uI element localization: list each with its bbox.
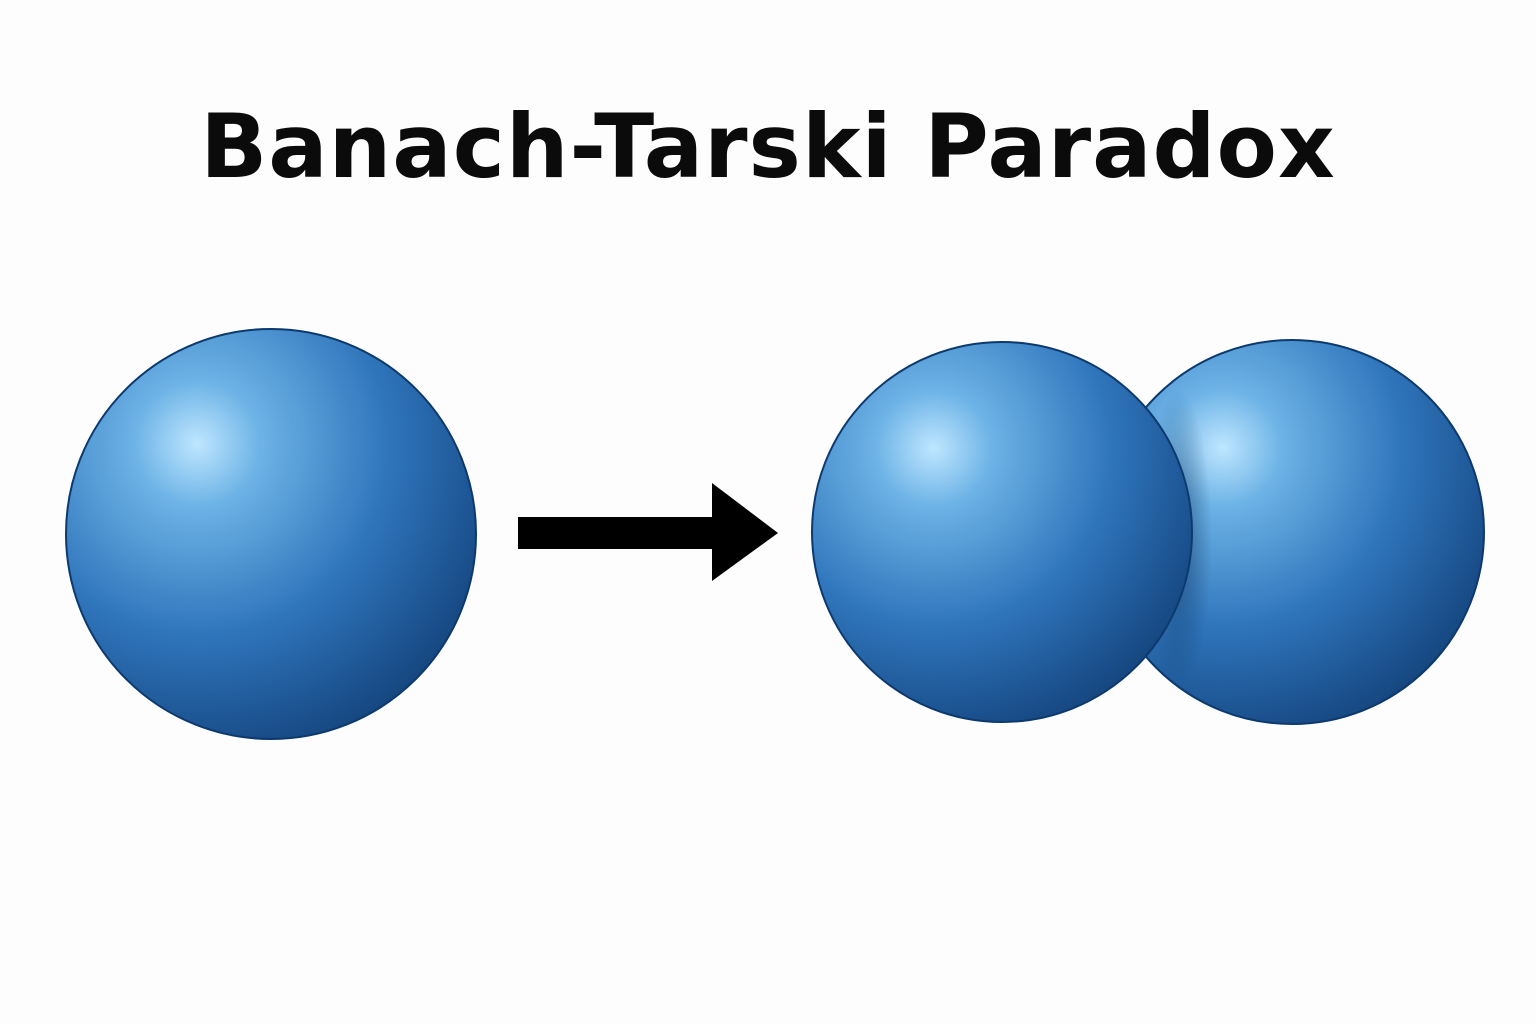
sphere-icon [811, 341, 1193, 723]
diagram-title: Banach-Tarski Paradox [200, 95, 1336, 198]
sphere-icon [65, 328, 477, 740]
input-sphere [65, 328, 477, 740]
output-spheres [811, 339, 1485, 725]
right-arrow-icon [518, 483, 778, 581]
